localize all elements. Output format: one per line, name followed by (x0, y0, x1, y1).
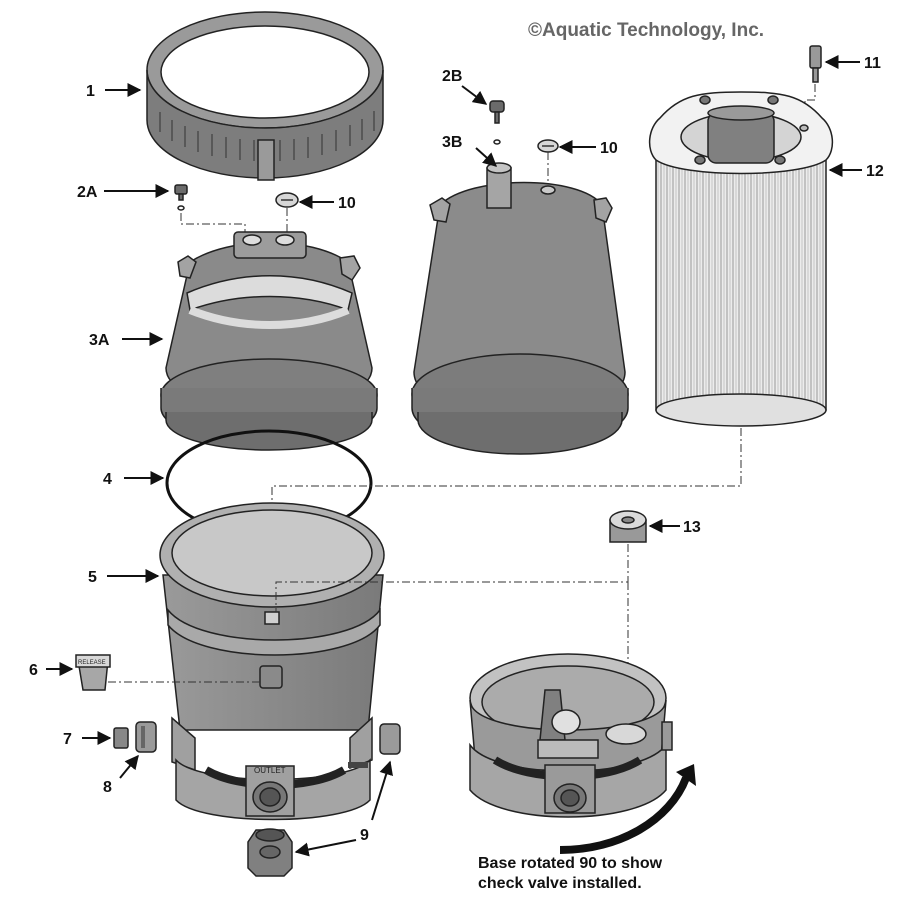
label-5: 5 (88, 569, 97, 586)
label-13: 13 (683, 519, 701, 536)
label-10-right: 10 (600, 140, 618, 157)
label-3b: 3B (442, 134, 462, 151)
label-10-left: 10 (338, 195, 356, 212)
part-5-tank-body: OUTLET (159, 502, 385, 821)
part-2a-air-relief-valve (174, 184, 188, 211)
release-label: RELEASE (78, 660, 106, 666)
rotation-arrow (559, 776, 690, 854)
rotation-arrowhead (676, 764, 696, 786)
part-3b-tank-lid (411, 162, 629, 455)
label-9: 9 (360, 827, 369, 844)
part-6-release-clip: RELEASE (75, 654, 111, 691)
copyright-text: ©Aquatic Technology, Inc. (528, 20, 764, 41)
label-12: 12 (866, 163, 884, 180)
label-7: 7 (63, 731, 72, 748)
part-8-o-ring-adapter (135, 721, 157, 753)
part-10-gauge-cap-right (537, 139, 559, 153)
note-line-2: check valve installed. (478, 875, 642, 892)
outlet-label: OUTLET (254, 766, 286, 775)
part-10-gauge-cap-left (275, 192, 299, 208)
label-2b: 2B (442, 68, 462, 85)
part-1-lock-ring (146, 11, 384, 181)
part-9-union-fitting (247, 828, 293, 877)
part-8-side-fitting (379, 723, 401, 755)
part-3a-tank-lid (160, 231, 378, 451)
label-1: 1 (86, 83, 95, 100)
part-12-filter-cartridge (648, 91, 834, 427)
label-11: 11 (864, 55, 881, 72)
rotated-base (469, 653, 673, 818)
label-3a: 3A (89, 332, 110, 349)
part-7-plug (113, 727, 129, 749)
label-6: 6 (29, 662, 38, 679)
label-2a: 2A (77, 184, 98, 201)
note-line-1: Base rotated 90 to show (478, 855, 663, 872)
part-11-air-tube (809, 45, 822, 83)
label-4: 4 (103, 471, 112, 488)
part-13-check-valve (609, 510, 647, 543)
part-2b-air-relief-valve (489, 100, 505, 145)
label-8: 8 (103, 779, 112, 796)
